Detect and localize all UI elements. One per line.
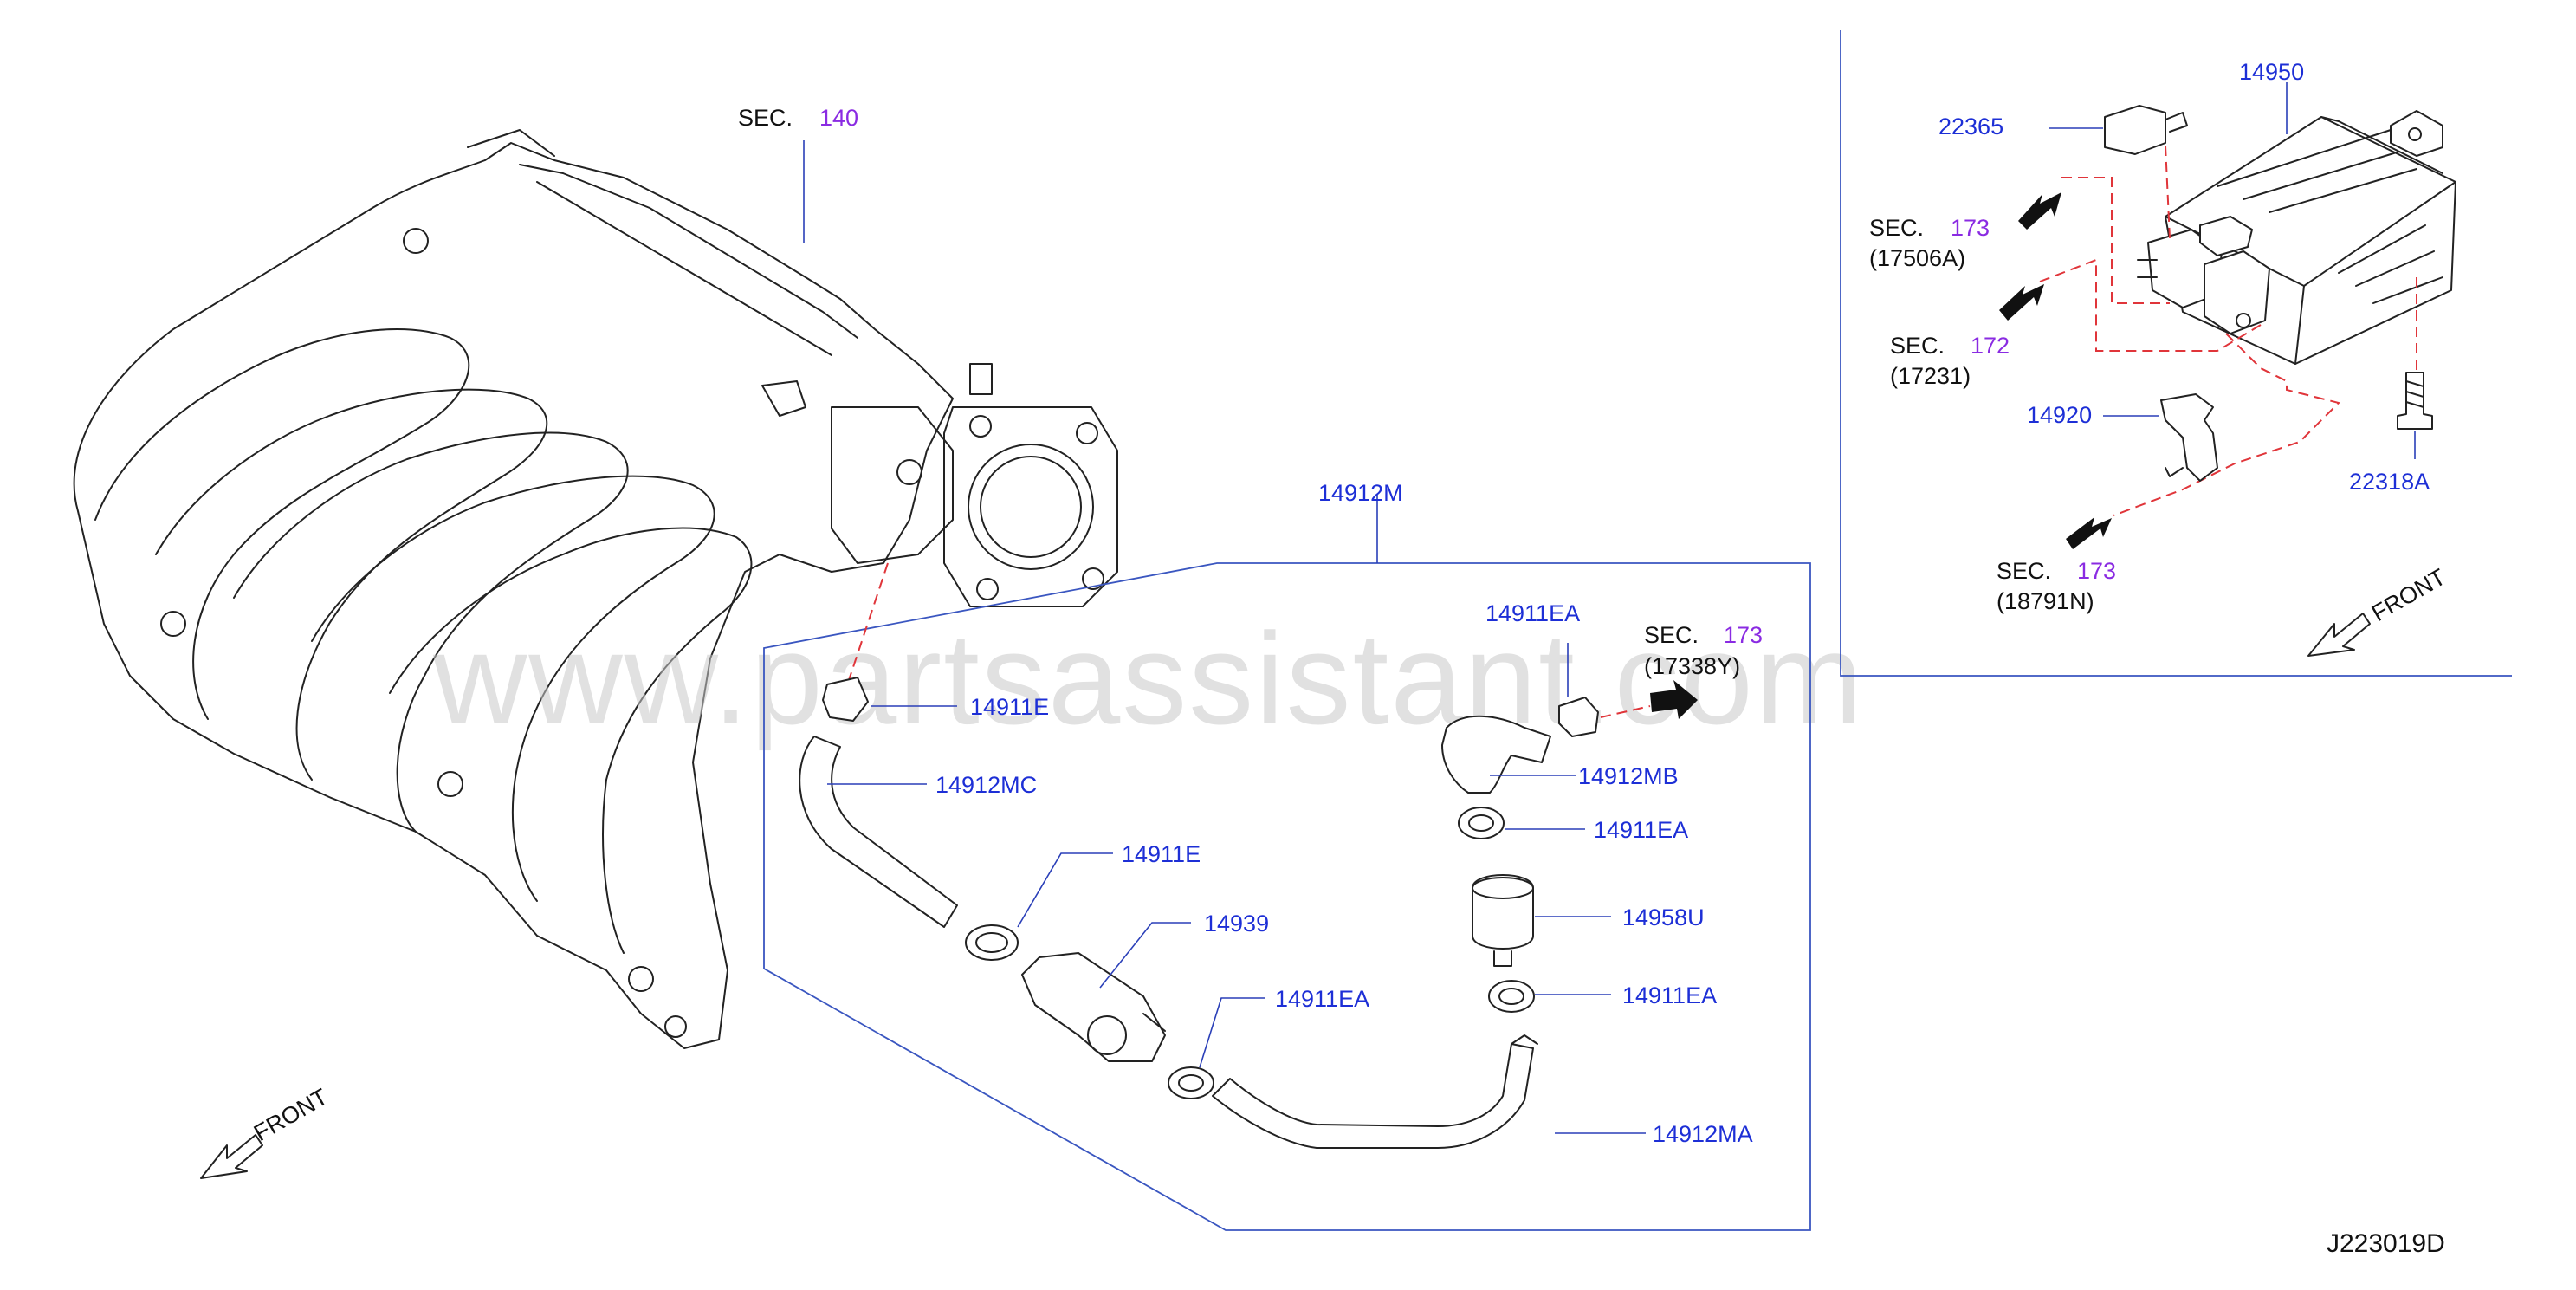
sec-172-ref: (17231) (1890, 363, 1971, 389)
sec-172-number: 172 (1971, 333, 2010, 359)
sec-140-number: 140 (819, 105, 858, 131)
part-label-14911EA-right2: 14911EA (1622, 982, 1717, 1008)
front-arrow-left: FRONT (200, 1084, 333, 1179)
arrow-to-sec173-b (2066, 517, 2112, 549)
sec-173-top-number: 173 (1724, 622, 1763, 648)
arrow-to-sec172 (1999, 284, 2044, 321)
front-arrow-right-icon (2307, 613, 2371, 657)
hose-14912MC (799, 736, 958, 928)
sec-173-a-ref: (17506A) (1869, 245, 1965, 271)
part-label-14911EA-top: 14911EA (1485, 600, 1580, 626)
valve-14920 (2160, 393, 2218, 482)
front-label-right: FRONT (2367, 564, 2450, 626)
arrow-to-sec173-top (1650, 680, 1698, 719)
hose-14912MA (1212, 1043, 1534, 1149)
clamp-14911EA-low (1168, 1066, 1214, 1099)
part-label-14912MB: 14912MB (1578, 763, 1679, 789)
sec-173-a-prefix: SEC. (1869, 215, 1924, 241)
part-label-14912MC: 14912MC (935, 772, 1037, 798)
intake-manifold-drawing (73, 129, 1118, 1049)
clamp-14911EA-right2 (1488, 980, 1535, 1013)
clamp-14911E-top (822, 677, 869, 722)
hose-parts: 14911E 14912MC 14911E 14939 14911EA 1491… (799, 600, 1753, 1149)
guide-routing-b (2039, 258, 2262, 352)
hose-assembly-group: 14912M (763, 480, 1811, 1231)
bolt-22318A (2397, 372, 2433, 430)
valve-14939 (1021, 952, 1166, 1062)
part-label-14911E-top: 14911E (970, 694, 1049, 720)
clamp-14911EA-top (1558, 697, 1599, 737)
filter-14958U (1472, 874, 1534, 950)
guide-line-throttle-clamp (844, 562, 889, 694)
part-label-14939: 14939 (1204, 911, 1269, 937)
sensor-22365 (2104, 105, 2166, 155)
sec-173-a-number: 173 (1951, 215, 1990, 241)
sec-172-prefix: SEC. (1890, 333, 1945, 359)
guide-routing-a (2061, 177, 2170, 304)
front-arrow-left-icon (200, 1134, 263, 1179)
part-label-14912M: 14912M (1318, 480, 1403, 506)
hose-assembly-outline (763, 562, 1811, 1231)
sec-173-b-prefix: SEC. (1997, 558, 2051, 584)
sec-173-top-ref: (17338Y) (1644, 653, 1740, 679)
front-label-left: FRONT (249, 1084, 333, 1146)
sec-173-top-reference: SEC. 173 (17338Y) (1644, 622, 1763, 679)
part-label-14920: 14920 (2027, 402, 2092, 428)
diagram-id: J223019D (2327, 1229, 2445, 1258)
part-label-14912MA: 14912MA (1653, 1121, 1753, 1147)
part-label-14911EA-low: 14911EA (1275, 986, 1369, 1012)
part-label-14958U: 14958U (1622, 904, 1705, 930)
part-label-14911E-mid: 14911E (1122, 841, 1201, 867)
sec-173-b-ref: (18791N) (1997, 588, 2094, 614)
sec-173-b-number: 173 (2077, 558, 2116, 584)
sec-173-top-prefix: SEC. (1644, 622, 1699, 648)
part-label-14911EA-right1: 14911EA (1594, 817, 1688, 843)
elbow-14912MB (1441, 715, 1551, 794)
guide-routing-c (2113, 333, 2340, 516)
canister-inset: 14950 22365 SEC. 173 (17506A) SEC. 172 (… (1840, 30, 2512, 677)
part-label-22365: 22365 (1938, 113, 2003, 139)
sec-140-prefix: SEC. (738, 105, 793, 131)
part-label-22318A: 22318A (2349, 469, 2430, 495)
clamp-14911EA-right1 (1458, 807, 1505, 839)
part-label-14950: 14950 (2239, 59, 2304, 85)
watermark-text: www.partsassistant.com (432, 606, 1865, 751)
arrow-to-sec173-a (2018, 192, 2061, 230)
sec-140-reference: SEC. 140 (738, 105, 858, 243)
canister-inset-border (1840, 30, 2512, 677)
clamp-14911E-mid (965, 924, 1019, 961)
